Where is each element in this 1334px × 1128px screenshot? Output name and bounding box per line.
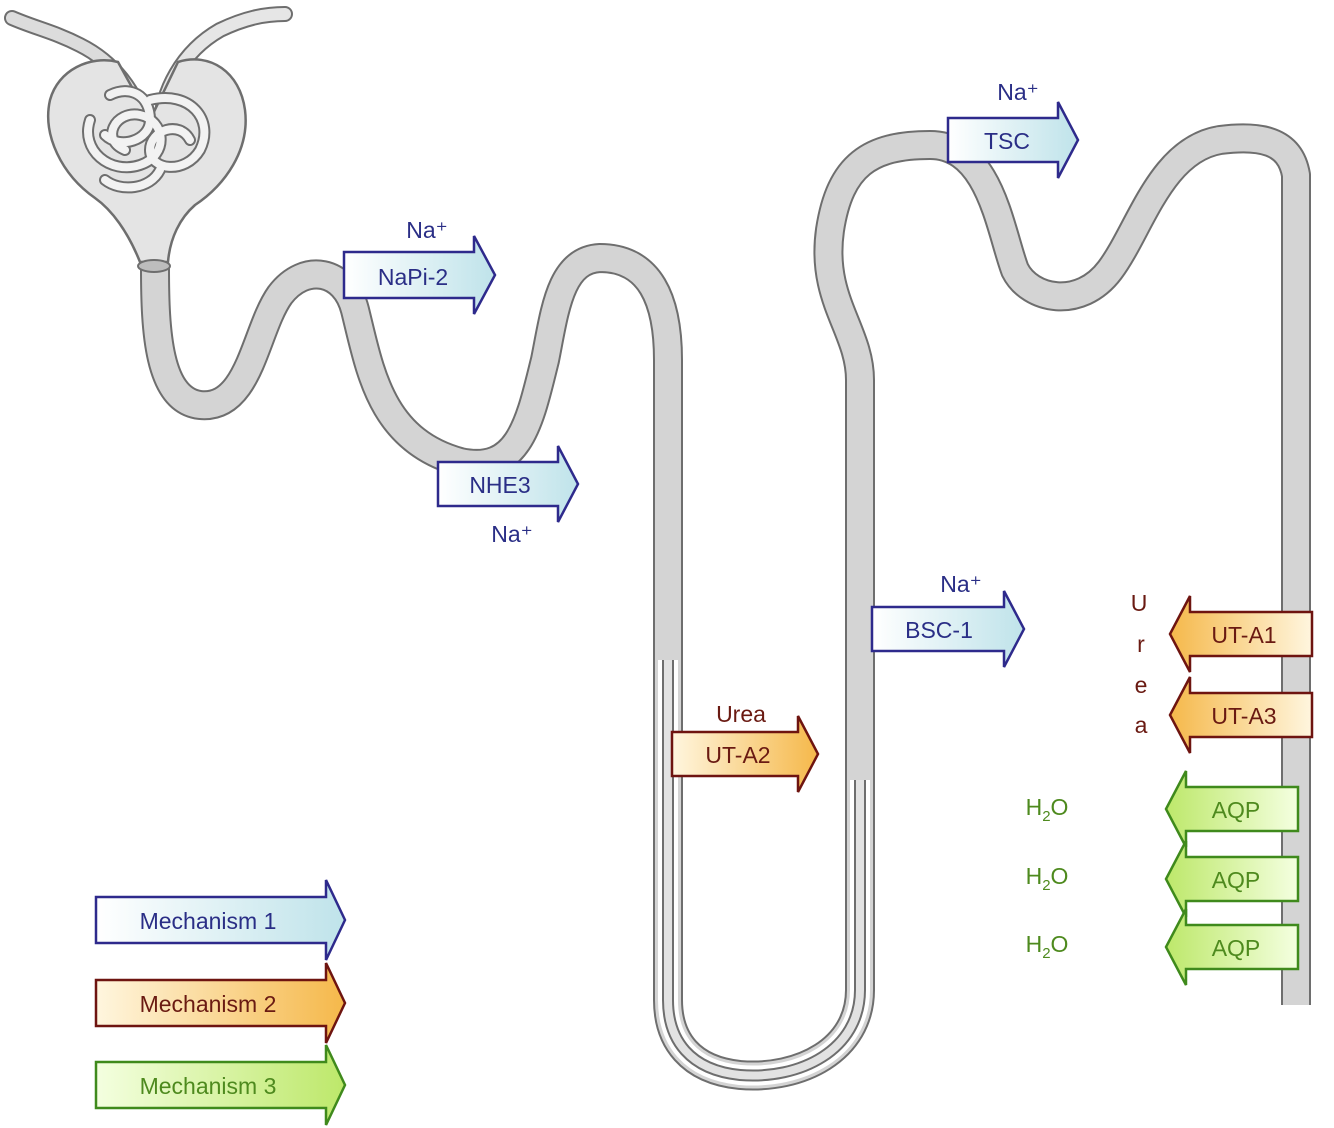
nhe3-transporter-arrow: NHE3 xyxy=(436,445,580,523)
svg-text:U: U xyxy=(1131,590,1148,616)
water-label-1: H2O xyxy=(1026,794,1069,825)
tsc-transporter-arrow: TSC xyxy=(946,101,1080,179)
nephron-tubule xyxy=(4,6,1311,1091)
urea-vertical-label: U r e a xyxy=(1131,590,1148,738)
svg-text:r: r xyxy=(1137,631,1145,657)
tsc-label: TSC xyxy=(984,128,1030,154)
bsc1-transporter-arrow: BSC-1 xyxy=(870,590,1026,668)
legend-mechanism-1: Mechanism 1 xyxy=(94,879,347,961)
uta3-label: UT-A3 xyxy=(1211,703,1276,729)
uta1-transporter-arrow: UT-A1 xyxy=(1168,595,1314,673)
uta2-transporter-arrow: UT-A2 xyxy=(670,715,820,793)
aqp-transporter-arrow-2: AQP xyxy=(1164,840,1300,918)
water-label-2: H2O xyxy=(1026,863,1069,894)
uta1-label: UT-A1 xyxy=(1211,622,1276,648)
napi2-transporter-arrow: NaPi-2 xyxy=(342,235,497,315)
legend: Mechanism 1 Mechanism 2 Mechanism 3 xyxy=(94,879,347,1126)
aqp-label-2: AQP xyxy=(1212,867,1261,893)
aqp-label-1: AQP xyxy=(1212,797,1261,823)
napi2-sodium-label: Na⁺ xyxy=(406,217,448,243)
aqp-transporter-arrow-1: AQP xyxy=(1164,770,1300,848)
legend-mechanism-3: Mechanism 3 xyxy=(94,1044,347,1126)
legend-mechanism-3-label: Mechanism 3 xyxy=(140,1073,277,1099)
nhe3-sodium-label: Na⁺ xyxy=(491,521,533,547)
tsc-sodium-label: Na⁺ xyxy=(997,79,1039,105)
legend-mechanism-2-label: Mechanism 2 xyxy=(140,991,277,1017)
uta3-transporter-arrow: UT-A3 xyxy=(1168,676,1314,754)
napi2-label: NaPi-2 xyxy=(378,264,448,290)
aqp-label-3: AQP xyxy=(1212,935,1261,961)
uta2-urea-label: Urea xyxy=(716,701,766,727)
uta2-label: UT-A2 xyxy=(705,742,770,768)
water-label-3: H2O xyxy=(1026,931,1069,962)
svg-text:e: e xyxy=(1135,672,1148,698)
bsc1-sodium-label: Na⁺ xyxy=(940,571,982,597)
bsc1-label: BSC-1 xyxy=(905,617,973,643)
nhe3-label: NHE3 xyxy=(469,472,530,498)
legend-mechanism-2: Mechanism 2 xyxy=(94,962,347,1044)
svg-text:a: a xyxy=(1135,712,1148,738)
aqp-transporter-arrow-3: AQP xyxy=(1164,908,1300,986)
legend-mechanism-1-label: Mechanism 1 xyxy=(140,908,277,934)
